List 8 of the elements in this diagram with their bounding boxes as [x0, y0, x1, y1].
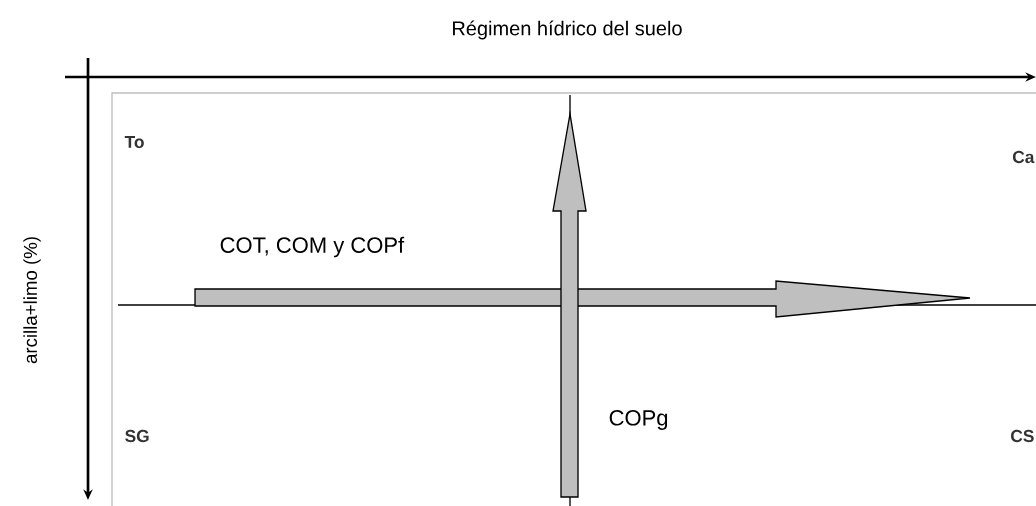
quadrant-label: Ca [1012, 150, 1035, 164]
quadrant-label: To [124, 135, 144, 149]
quadrant-label: CS [1011, 429, 1034, 443]
arrow-label: COT, COM y COPf [220, 236, 405, 258]
quadrant-label: SG [125, 429, 149, 443]
axis-title: Régimen hídrico del suelo [453, 20, 682, 40]
arrow-label: COPg [609, 410, 668, 430]
axis-title: arcilla+limo (%) [23, 237, 41, 364]
